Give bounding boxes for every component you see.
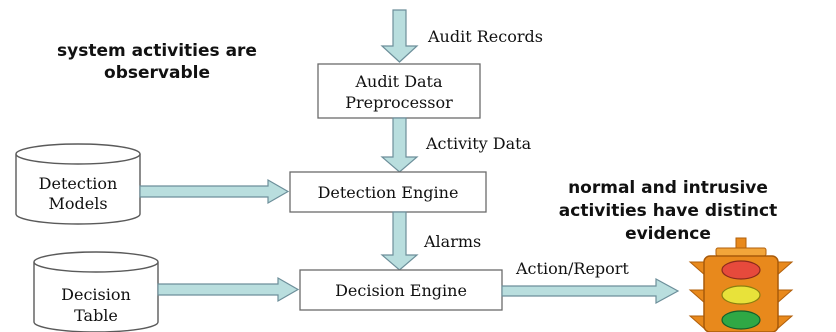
traffic-light-icon [688, 237, 794, 332]
activity-data-label: Activity Data [425, 134, 532, 153]
detection-models-label-line1: Detection [39, 174, 118, 193]
detection-models-cylinder [15, 143, 141, 225]
alarms-label: Alarms [423, 232, 481, 251]
preprocessor-box [317, 63, 481, 119]
distinct-annotation-line3: evidence [625, 224, 711, 244]
action-report-label: Action/Report [515, 259, 629, 278]
detection-engine-label: Detection Engine [318, 183, 459, 202]
action-report-arrow [501, 277, 680, 305]
distinct-annotation-line1: normal and intrusive [568, 178, 768, 198]
audit-records-arrow [380, 9, 419, 63]
decision-table-cylinder [33, 251, 159, 332]
detection-models-label-line2: Models [48, 194, 107, 213]
preprocessor-label-line1: Audit Data [354, 72, 443, 91]
table-to-engine-arrow [157, 276, 300, 303]
observable-annotation-line2: observable [104, 63, 210, 83]
audit-records-label: Audit Records [427, 27, 543, 46]
decision-table-label-line2: Table [74, 306, 118, 325]
models-to-engine-arrow [139, 178, 290, 205]
alarms-arrow [380, 211, 419, 271]
activity-data-arrow [380, 117, 419, 173]
decision-table-label-line1: Decision [61, 285, 131, 304]
preprocessor-label-line2: Preprocessor [345, 93, 453, 112]
detection-engine-box [289, 171, 487, 213]
decision-engine-label: Decision Engine [335, 281, 467, 300]
distinct-annotation-line2: activities have distinct [559, 201, 777, 221]
observable-annotation-line1: system activities are [57, 41, 257, 61]
